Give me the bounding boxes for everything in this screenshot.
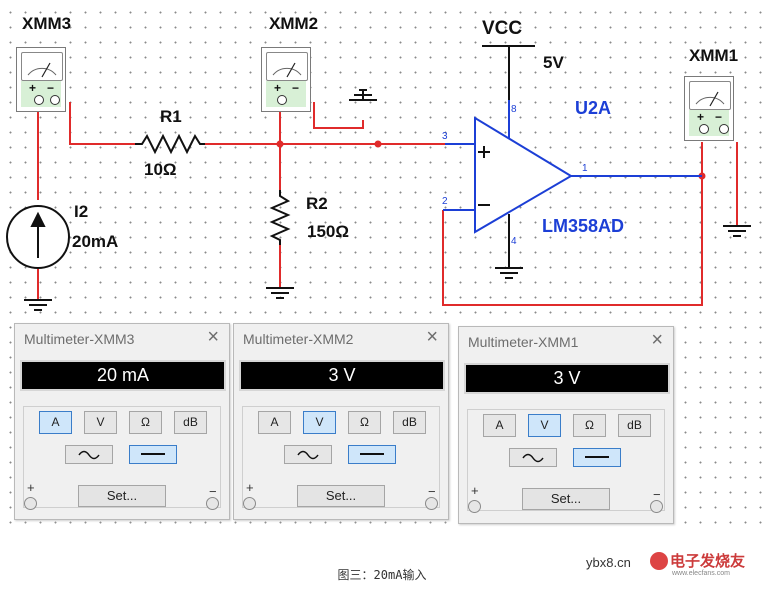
plus-terminal-label: +: [471, 483, 479, 498]
mode-button-ohmmeter[interactable]: Ω: [573, 414, 606, 437]
ac-wave-icon: [78, 450, 100, 460]
brand-logo-icon: [650, 552, 668, 570]
controls-group: [242, 406, 440, 508]
mode-button-decibel[interactable]: dB: [393, 411, 426, 434]
plus-terminal-label: +: [246, 480, 254, 495]
vcc-value: 5V: [543, 53, 564, 72]
dc-button[interactable]: [129, 445, 177, 464]
ac-button[interactable]: [284, 445, 332, 464]
panel-title: Multimeter-XMM2: [243, 331, 354, 347]
pin-3: 3: [442, 131, 448, 142]
minus-terminal-label: −: [428, 484, 436, 499]
set-button[interactable]: Set...: [297, 485, 385, 507]
mode-button-ammeter[interactable]: A: [483, 414, 516, 437]
r2-resistor: [269, 190, 291, 245]
current-source: [6, 205, 70, 269]
xmm3-label: XMM3: [22, 14, 72, 33]
set-button[interactable]: Set...: [78, 485, 166, 507]
xmm1-meter-icon[interactable]: + −: [684, 76, 734, 141]
mode-button-ohmmeter[interactable]: Ω: [129, 411, 162, 434]
mode-button-voltmeter[interactable]: V: [528, 414, 561, 437]
reading-display: 20 mA: [20, 360, 226, 391]
multimeter-panel-xmm2: Multimeter-XMM2 × 3 V A V Ω dB Set... + …: [233, 323, 449, 520]
schematic-wires: [6, 45, 751, 311]
ac-wave-icon: [522, 453, 544, 463]
opamp-part: LM358AD: [542, 216, 625, 236]
mode-button-voltmeter[interactable]: V: [303, 411, 336, 434]
controls-group: [23, 406, 221, 508]
source-name: I2: [74, 202, 89, 221]
pin-2: 2: [442, 196, 448, 207]
set-button[interactable]: Set...: [522, 488, 610, 510]
xmm2-meter-icon[interactable]: + −: [261, 47, 311, 112]
close-icon[interactable]: ×: [651, 329, 663, 351]
multimeter-panel-xmm3: Multimeter-XMM3 × 20 mA A V Ω dB Set... …: [14, 323, 230, 520]
r1-resistor: [135, 133, 205, 155]
panel-title: Multimeter-XMM3: [24, 331, 135, 347]
plus-terminal-jack[interactable]: [243, 497, 256, 510]
mode-button-voltmeter[interactable]: V: [84, 411, 117, 434]
xmm3-meter-icon[interactable]: + −: [16, 47, 66, 112]
plus-terminal-jack[interactable]: [24, 497, 37, 510]
panel-title: Multimeter-XMM1: [468, 334, 579, 350]
pin-1: 1: [582, 163, 588, 174]
ac-wave-icon: [297, 450, 319, 460]
ac-button[interactable]: [65, 445, 113, 464]
ac-button[interactable]: [509, 448, 557, 467]
opamp-symbol: [443, 100, 702, 268]
pin-8: 8: [511, 104, 517, 115]
figure-caption: 图三：20mA输入: [337, 568, 427, 582]
minus-terminal-label: −: [209, 484, 217, 499]
controls-group: [467, 409, 665, 511]
close-icon[interactable]: ×: [426, 326, 438, 348]
r2-name: R2: [306, 194, 328, 213]
dc-button[interactable]: [348, 445, 396, 464]
schematic-canvas: + − + − + − XMM3 XMM2 XMM1 VCC 5V R1 10Ω…: [0, 0, 764, 532]
plus-terminal-jack[interactable]: [468, 500, 481, 513]
watermark-brand: 电子发烧友: [670, 553, 746, 570]
pin-4: 4: [511, 236, 517, 247]
watermark: ybx8.cn 电子发烧友 www.elecfans.com: [578, 548, 754, 582]
reading-display: 3 V: [464, 363, 670, 394]
ground-symbols: [24, 89, 751, 311]
mode-button-decibel[interactable]: dB: [174, 411, 207, 434]
vcc-label: VCC: [482, 18, 523, 39]
plus-terminal-label: +: [27, 480, 35, 495]
minus-terminal-jack[interactable]: [425, 497, 438, 510]
r2-value: 150Ω: [307, 222, 349, 241]
source-value: 20mA: [72, 232, 119, 251]
mode-button-ammeter[interactable]: A: [258, 411, 291, 434]
close-icon[interactable]: ×: [207, 326, 219, 348]
dc-button[interactable]: [573, 448, 621, 467]
opamp-ref: U2A: [575, 98, 612, 118]
mode-button-ammeter[interactable]: A: [39, 411, 72, 434]
xmm2-label: XMM2: [269, 14, 319, 33]
r1-name: R1: [160, 107, 182, 126]
minus-terminal-label: −: [653, 487, 661, 502]
r1-value: 10Ω: [144, 160, 177, 179]
xmm1-label: XMM1: [689, 46, 739, 65]
watermark-url: www.elecfans.com: [672, 570, 730, 577]
multimeter-panel-xmm1: Multimeter-XMM1 × 3 V A V Ω dB Set... + …: [458, 326, 674, 524]
minus-terminal-jack[interactable]: [206, 497, 219, 510]
mode-button-decibel[interactable]: dB: [618, 414, 651, 437]
reading-display: 3 V: [239, 360, 445, 391]
mode-button-ohmmeter[interactable]: Ω: [348, 411, 381, 434]
watermark-site: ybx8.cn: [586, 555, 631, 570]
minus-terminal-jack[interactable]: [650, 500, 663, 513]
